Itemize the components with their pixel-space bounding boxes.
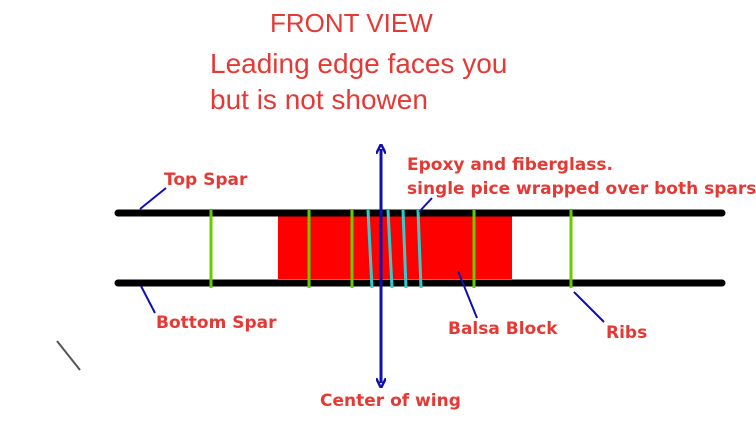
fiberglass-wrap xyxy=(416,209,423,289)
top-spar-leader xyxy=(139,187,167,210)
balsa-block-leader xyxy=(457,270,478,319)
stray-mark xyxy=(56,340,81,371)
subtitle-line-2: but is not showen xyxy=(210,84,428,115)
epoxy-leader xyxy=(418,197,433,213)
epoxy-label-line-1: Epoxy and fiberglass. xyxy=(407,155,613,175)
fiberglass-wrap xyxy=(386,209,394,289)
top-spar-label: Top Spar xyxy=(164,170,248,190)
fiberglass-wrap xyxy=(401,209,408,289)
epoxy-label-line-2: single pice wrapped over both spars xyxy=(407,179,756,199)
subtitle-line-1: Leading edge faces you xyxy=(210,48,508,79)
balsa-block xyxy=(278,216,512,279)
center-of-wing-label: Center of wing xyxy=(320,391,461,411)
balsa-block-label: Balsa Block xyxy=(448,319,558,339)
bottom-spar-label: Bottom Spar xyxy=(156,313,277,333)
diagram-title: FRONT VIEW xyxy=(270,8,433,38)
ribs-label: Ribs xyxy=(606,323,647,343)
ribs-leader xyxy=(573,291,605,323)
fiberglass-wrap xyxy=(366,209,374,289)
bottom-spar-leader xyxy=(140,285,156,314)
